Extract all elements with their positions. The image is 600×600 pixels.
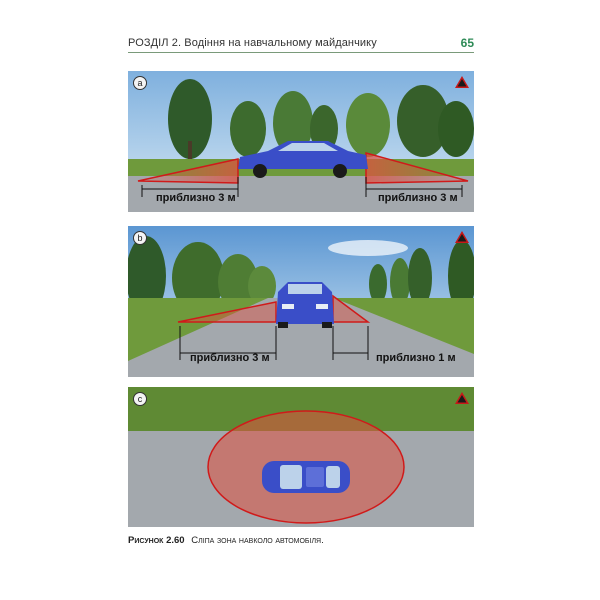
distance-label-left: приблизно 3 м — [190, 352, 270, 364]
warning-triangle-icon — [455, 392, 469, 404]
page-header: РОЗДІЛ 2. Водіння на навчальному майданч… — [128, 36, 474, 53]
tree-row — [128, 236, 474, 316]
illustration-panel-b: b приблизно 3 м приблизно 1 м — [128, 226, 474, 377]
distance-markers — [179, 326, 369, 360]
illustration-panel-a: a приблизно 3 м приблизно 3 м — [128, 71, 474, 212]
page-number: 65 — [460, 36, 474, 50]
warning-triangle-icon — [455, 231, 469, 243]
caption-text: Сліпа зона навколо автомобіля. — [191, 535, 324, 546]
warning-triangle-icon — [455, 76, 469, 88]
panel-letter-b: b — [133, 231, 147, 245]
figure-number: Рисунок 2.60 — [128, 535, 185, 546]
panel-letter-a: a — [133, 76, 147, 90]
car-top — [262, 461, 350, 493]
figure-caption: Рисунок 2.60 Сліпа зона навколо автомобі… — [128, 535, 474, 546]
distance-label-front: приблизно 3 м — [378, 192, 458, 204]
side-view-illustration — [128, 71, 474, 212]
tree-row — [168, 79, 474, 166]
blind-zone-rear — [137, 158, 239, 184]
panel-letter-c: c — [133, 392, 147, 406]
blind-zone-left — [177, 301, 277, 323]
distance-label-right: приблизно 1 м — [376, 352, 456, 364]
illustration-panel-c: c — [128, 387, 474, 527]
distance-label-rear: приблизно 3 м — [156, 192, 236, 204]
car-side — [238, 141, 368, 178]
top-view-illustration — [128, 387, 474, 527]
distance-markers — [141, 177, 463, 197]
car-front — [276, 282, 334, 328]
chapter-title: РОЗДІЛ 2. Водіння на навчальному майданч… — [128, 37, 377, 49]
front-view-illustration — [128, 226, 474, 377]
